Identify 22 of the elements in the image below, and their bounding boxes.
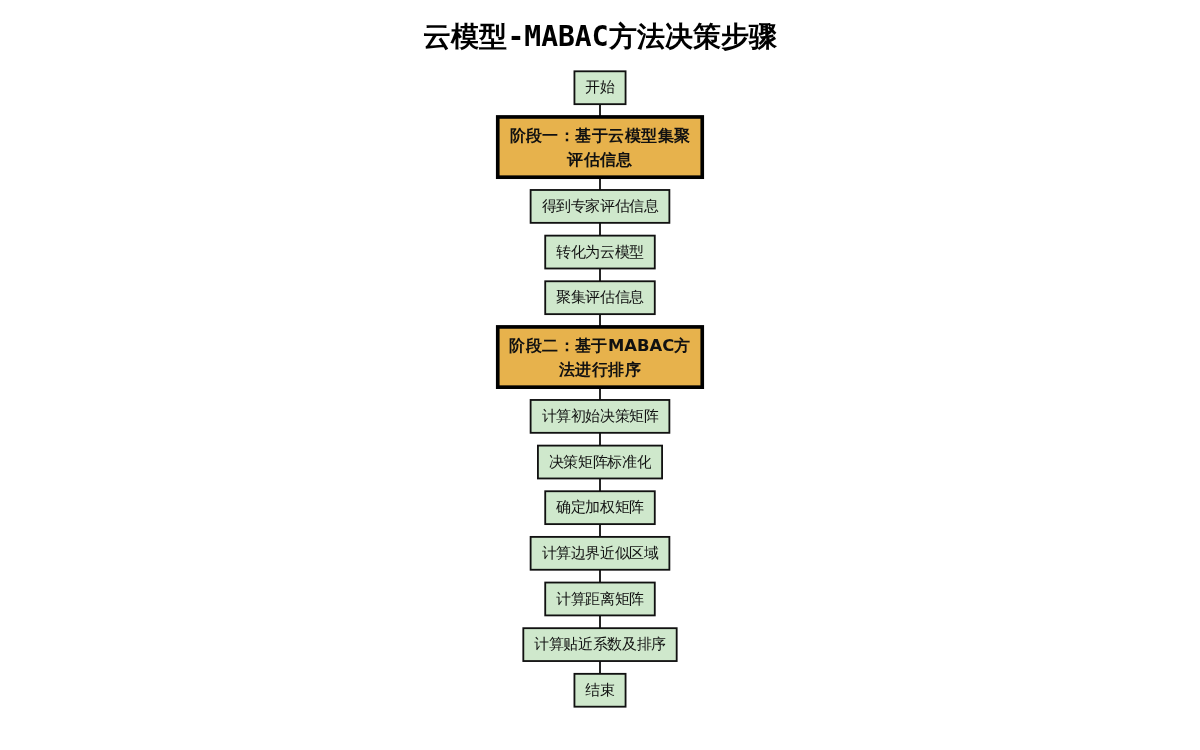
node-box: 开始 — [573, 70, 627, 106]
node-box: 得到专家评估信息 — [529, 189, 671, 224]
connector — [599, 221, 601, 237]
node-box: 转化为云模型 — [544, 234, 656, 270]
connector — [599, 523, 601, 538]
node-box: 计算初始决策矩阵 — [529, 399, 671, 434]
connector — [599, 267, 601, 283]
node-box: 决策矩阵标准化 — [537, 444, 663, 480]
node-box: 结束 — [573, 672, 627, 708]
node-box: 阶段二：基于MABAC方法进行排序 — [495, 325, 705, 389]
node-box: 确定加权矩阵 — [544, 490, 656, 526]
node-box: 计算边界近似区域 — [529, 535, 671, 571]
connector — [599, 614, 601, 630]
diagram-title: 云模型-MABAC方法决策步骤 — [422, 19, 778, 55]
node-box: 计算距离矩阵 — [544, 581, 656, 617]
connector — [599, 431, 601, 447]
node-box: 阶段一：基于云模型集聚评估信息 — [495, 115, 705, 180]
connector — [599, 568, 601, 584]
connector — [599, 660, 601, 675]
node-box: 计算贴近系数及排序 — [522, 627, 678, 662]
connector — [599, 477, 601, 493]
node-box: 聚集评估信息 — [544, 280, 656, 316]
